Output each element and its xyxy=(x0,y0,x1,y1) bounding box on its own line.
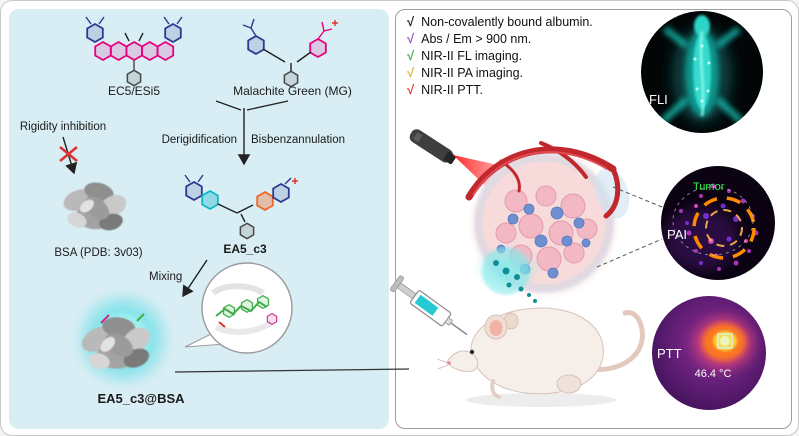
check-icon: √ xyxy=(407,31,415,46)
check-icon: √ xyxy=(407,14,415,29)
checklist-item: √ Abs / Em > 900 nm. xyxy=(407,31,593,47)
checklist-item: √ Non-covalently bound albumin. xyxy=(407,14,593,30)
checklist-text: NIR-II PTT. xyxy=(421,83,483,97)
mg-label: Malachite Green (MG) xyxy=(233,84,352,98)
temperature-label: 46.4 °C xyxy=(694,368,732,380)
checklist-item: √ NIR-II PA imaging. xyxy=(407,65,593,81)
checklist-text: Abs / Em > 900 nm. xyxy=(421,32,532,46)
bsa-label: BSA (PDB: 3v03) xyxy=(54,247,143,259)
pai-label: PAI xyxy=(667,227,687,242)
checklist-item: √ NIR-II FL imaging. xyxy=(407,48,593,64)
bisbenzannulation-label: Bisbenzannulation xyxy=(251,134,345,146)
property-checklist: √ Non-covalently bound albumin. √ Abs / … xyxy=(407,14,593,98)
ec5-label: EC5/ESi5 xyxy=(107,84,161,98)
check-icon: √ xyxy=(407,48,415,63)
derigidification-label: Derigidification xyxy=(161,134,237,146)
rigidity-inhibition-label: Rigidity inhibition xyxy=(19,121,107,133)
final-product-label: EA5_c3@BSA xyxy=(97,391,185,406)
checklist-text: NIR-II PA imaging. xyxy=(421,66,524,80)
check-icon: √ xyxy=(407,82,415,97)
ptt-label: PTT xyxy=(657,346,682,361)
mixing-label: Mixing xyxy=(149,271,183,283)
checklist-text: Non-covalently bound albumin. xyxy=(421,15,593,29)
tumor-label: Tumor xyxy=(693,181,725,193)
fli-label: FLI xyxy=(649,92,668,107)
check-icon: √ xyxy=(407,65,415,80)
synthesis-panel xyxy=(9,9,389,429)
ea5c3-label: EA5_c3 xyxy=(223,242,267,256)
checklist-text: NIR-II FL imaging. xyxy=(421,49,523,63)
checklist-item: √ NIR-II PTT. xyxy=(407,82,593,98)
